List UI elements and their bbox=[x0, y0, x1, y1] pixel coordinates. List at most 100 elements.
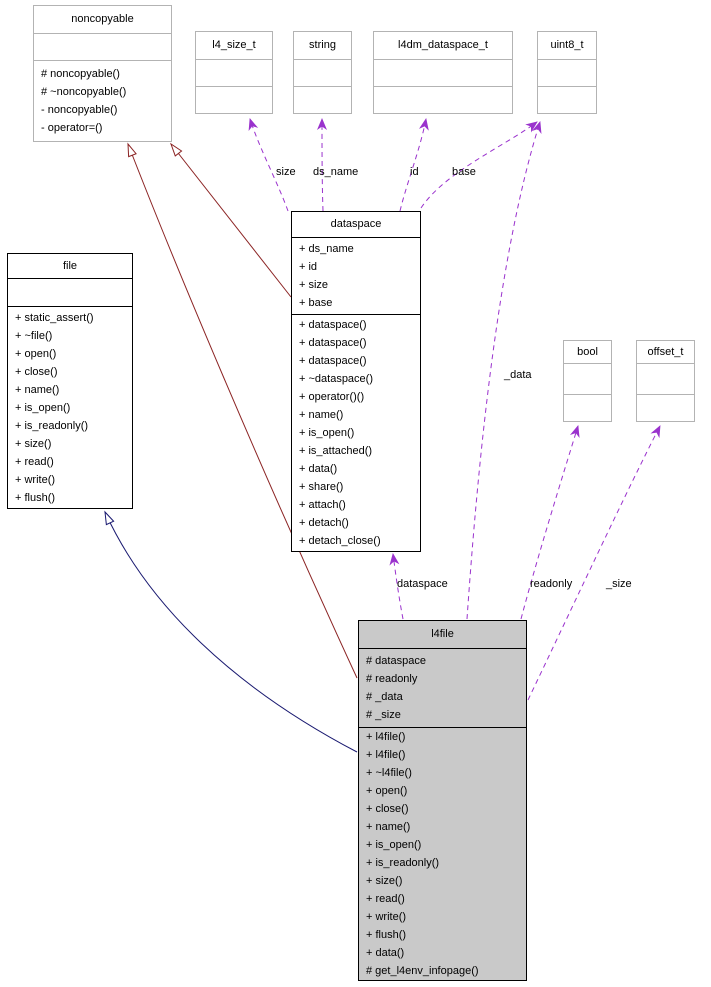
class-node-l4dm-dataspace-t[interactable]: l4dm_dataspace_t bbox=[373, 31, 513, 114]
methods-section: + static_assert() + ~file() + open() + clos… bbox=[8, 306, 132, 508]
methods-section: + dataspace() + dataspace() + dataspace() +… bbox=[292, 314, 420, 551]
member-row: + l4file() bbox=[366, 749, 406, 761]
edge-label-id: id bbox=[410, 166, 419, 178]
member-row: + size() bbox=[366, 875, 403, 887]
class-title: l4dm_dataspace_t bbox=[398, 39, 488, 51]
member-row: + ~dataspace() bbox=[299, 373, 373, 385]
attributes-section bbox=[637, 363, 694, 394]
member-row: + ds_name bbox=[299, 243, 354, 255]
member-row: + flush() bbox=[366, 929, 407, 941]
member-row: + flush() bbox=[15, 492, 56, 504]
attributes-section: # dataspace# readonly# _data# _size bbox=[359, 648, 526, 727]
member-row: + open() bbox=[366, 785, 408, 797]
class-title: l4file bbox=[431, 628, 454, 640]
edge-label-readonly: readonly bbox=[530, 578, 573, 590]
edge-dataspace-string-usage bbox=[317, 118, 328, 212]
member-row: + is_readonly() bbox=[15, 420, 89, 432]
member-row: + is_attached() bbox=[299, 445, 373, 457]
member-row: + dataspace() bbox=[299, 355, 367, 367]
class-title: offset_t bbox=[647, 346, 684, 358]
member-row: + data() bbox=[366, 947, 405, 959]
member-row: + read() bbox=[366, 893, 405, 905]
methods-section: # noncopyable() # ~noncopyable() - noncopy… bbox=[34, 60, 171, 141]
member-row: # _size bbox=[366, 709, 401, 721]
edge-l4file-offset-t-usage bbox=[527, 425, 661, 701]
attributes-section bbox=[538, 59, 596, 86]
member-row: + name() bbox=[299, 409, 344, 421]
member-row: + detach() bbox=[299, 517, 349, 529]
member-row: + is_readonly() bbox=[366, 857, 440, 869]
member-row: + static_assert() bbox=[15, 312, 94, 324]
edge-label-dataspace: dataspace bbox=[397, 578, 448, 590]
class-node-offset-t[interactable]: offset_t bbox=[636, 340, 695, 422]
methods-section bbox=[637, 394, 694, 421]
member-row: + read() bbox=[15, 456, 54, 468]
class-node-file[interactable]: file + static_assert()+ ~file()+ open()+… bbox=[7, 253, 133, 509]
edge-dataspace-l4-size-t-usage bbox=[248, 118, 289, 212]
member-row: + open() bbox=[15, 348, 57, 360]
methods-section bbox=[196, 86, 272, 113]
member-row: + is_open() bbox=[299, 427, 355, 439]
edge-dataspace-l4dm-dataspace-t-usage bbox=[399, 118, 429, 212]
member-row: - operator=() bbox=[41, 122, 103, 134]
class-node-bool[interactable]: bool bbox=[563, 340, 612, 422]
member-row: + ~file() bbox=[15, 330, 53, 342]
methods-section: + l4file() + l4file() + ~l4file() + open() +… bbox=[359, 727, 526, 980]
edge-label-data: _data bbox=[504, 369, 532, 381]
member-row: + share() bbox=[299, 481, 344, 493]
member-row: # _data bbox=[366, 691, 403, 703]
member-row: + name() bbox=[366, 821, 411, 833]
methods-section bbox=[538, 86, 596, 113]
edge-dataspace-uint8-t-usage bbox=[420, 121, 538, 209]
member-row: + dataspace() bbox=[299, 337, 367, 349]
attributes-section bbox=[34, 33, 171, 60]
class-title: dataspace bbox=[330, 218, 382, 230]
member-row: + is_open() bbox=[15, 402, 71, 414]
class-node-uint8-t[interactable]: uint8_t bbox=[537, 31, 597, 114]
class-node-string[interactable]: string bbox=[293, 31, 352, 114]
member-row: # get_l4env_infopage() bbox=[366, 965, 479, 977]
methods-section bbox=[294, 86, 351, 113]
member-row: + size() bbox=[15, 438, 52, 450]
class-node-dataspace[interactable]: dataspace + ds_name+ id+ size+ base + da… bbox=[291, 211, 421, 552]
edge-label-size-attr: _size bbox=[606, 578, 632, 590]
edge-label-size: size bbox=[276, 166, 296, 178]
class-node-l4file[interactable]: l4file # dataspace# readonly# _data# _si… bbox=[358, 620, 527, 981]
member-row: - noncopyable() bbox=[41, 104, 118, 116]
class-title: noncopyable bbox=[71, 13, 134, 25]
class-node-l4-size-t[interactable]: l4_size_t bbox=[195, 31, 273, 114]
methods-section bbox=[374, 86, 512, 113]
attributes-section: + ds_name+ id+ size+ base bbox=[292, 237, 420, 314]
class-title: l4_size_t bbox=[212, 39, 256, 51]
edge-dataspace-noncopyable-inheritance bbox=[170, 142, 292, 298]
attributes-section bbox=[564, 363, 611, 394]
member-row: + name() bbox=[15, 384, 60, 396]
member-row: + l4file() bbox=[366, 731, 406, 743]
member-row: + operator()() bbox=[299, 391, 365, 403]
member-row: + base bbox=[299, 297, 333, 309]
member-row: + detach_close() bbox=[299, 535, 381, 547]
class-title: string bbox=[309, 39, 336, 51]
class-node-noncopyable[interactable]: noncopyable # noncopyable() # ~noncopyabl… bbox=[33, 5, 172, 142]
member-row: # noncopyable() bbox=[41, 68, 120, 80]
attributes-section bbox=[8, 278, 132, 306]
member-row: + data() bbox=[299, 463, 338, 475]
methods-section bbox=[564, 394, 611, 421]
member-row: + ~l4file() bbox=[366, 767, 412, 779]
member-row: # ~noncopyable() bbox=[41, 86, 127, 98]
attributes-section bbox=[196, 59, 272, 86]
member-row: + id bbox=[299, 261, 318, 273]
member-row: + is_open() bbox=[366, 839, 422, 851]
class-title: bool bbox=[577, 346, 598, 358]
member-row: + close() bbox=[366, 803, 409, 815]
class-title: uint8_t bbox=[550, 39, 584, 51]
member-row: + write() bbox=[15, 474, 56, 486]
edge-label-ds-name: ds_name bbox=[313, 166, 359, 178]
class-title: file bbox=[62, 260, 78, 272]
attributes-section bbox=[294, 59, 351, 86]
member-row: + dataspace() bbox=[299, 319, 367, 331]
member-row: + close() bbox=[15, 366, 58, 378]
member-row: # readonly bbox=[366, 673, 418, 685]
member-row: + attach() bbox=[299, 499, 346, 511]
